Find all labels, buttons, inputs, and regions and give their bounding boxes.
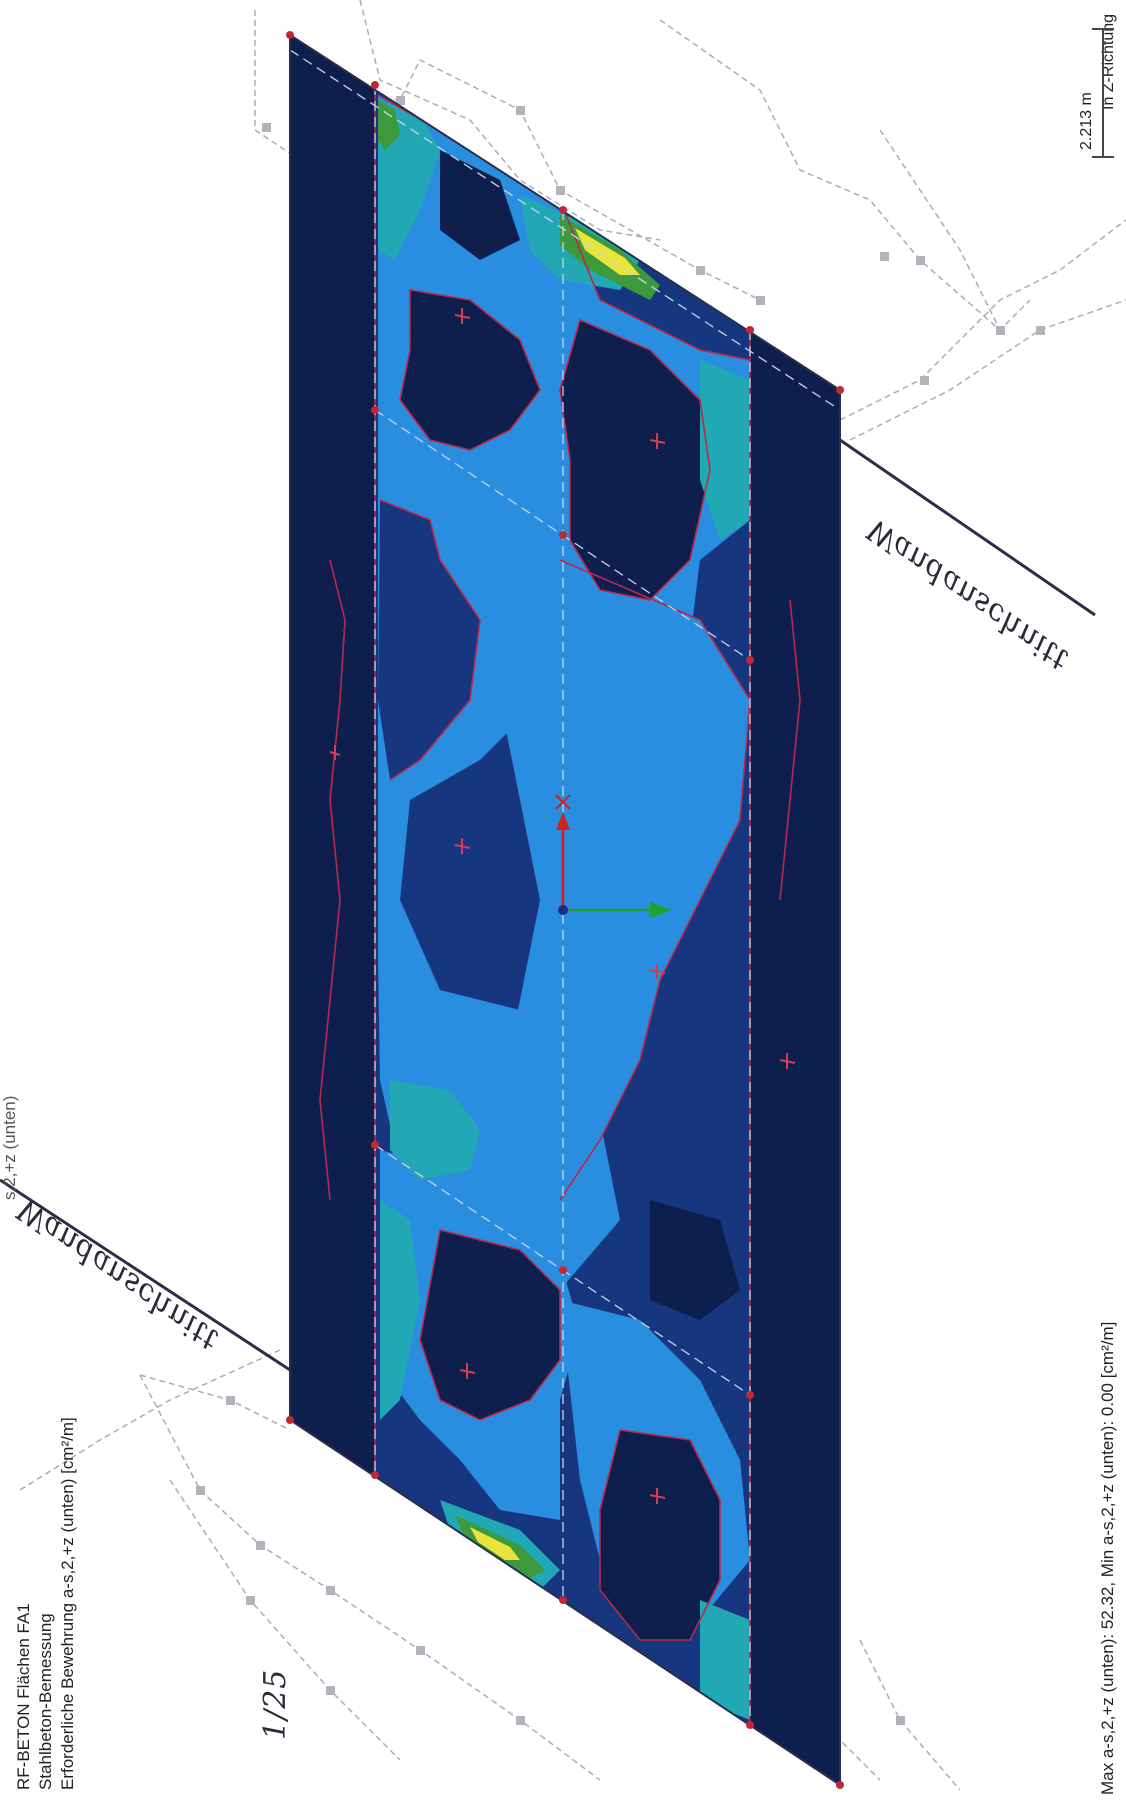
wall-cut-line-left bbox=[0, 1178, 291, 1372]
contour-dark-island-3 bbox=[560, 320, 710, 600]
contour-yellow-bottom bbox=[470, 1527, 520, 1560]
strip-left-dark bbox=[290, 35, 375, 1480]
global-axis-symbol bbox=[555, 794, 672, 918]
result-summary: Max a-s,2,+z (unten): 52.32, Min a-s,2,+… bbox=[1098, 1321, 1117, 1795]
contour-dark-island-5 bbox=[420, 1230, 560, 1420]
contour-cyan-6 bbox=[700, 1600, 750, 1720]
contour-dark-island-2 bbox=[400, 290, 540, 450]
contour-cyan-5 bbox=[380, 1200, 420, 1420]
local-axis-markers bbox=[329, 308, 796, 1504]
program-name: RF-BETON Flächen FA1 bbox=[14, 1603, 33, 1790]
contour-cyan-3 bbox=[700, 360, 750, 540]
contour-dark-island-4 bbox=[378, 500, 480, 780]
handwriting-corner: 1/25 bbox=[258, 1668, 293, 1740]
module-name: Stahlbeton-Bemessung bbox=[36, 1613, 55, 1790]
result-name: Erforderliche Bewehrung a-s,2,+z (unten)… bbox=[58, 1417, 77, 1790]
contour-green-left bbox=[378, 100, 400, 150]
mesh-nodes bbox=[286, 31, 844, 1789]
scale-bar bbox=[1090, 28, 1116, 158]
strip-right-dark bbox=[750, 330, 840, 1785]
wall-cut-line-right bbox=[839, 438, 1096, 617]
support-nodes bbox=[196, 88, 1045, 1725]
contour-light-mid bbox=[500, 560, 750, 1200]
contour-yellow-top bbox=[575, 228, 640, 275]
contour-dark-island-7 bbox=[650, 1200, 740, 1320]
contour-cyan-4 bbox=[390, 1080, 480, 1180]
result-name-fragment: s,2,+z (unten) bbox=[0, 1095, 19, 1200]
contour-dark-island-6 bbox=[600, 1430, 720, 1640]
slab-contours bbox=[290, 35, 840, 1785]
contour-dark-island-1 bbox=[440, 150, 520, 260]
